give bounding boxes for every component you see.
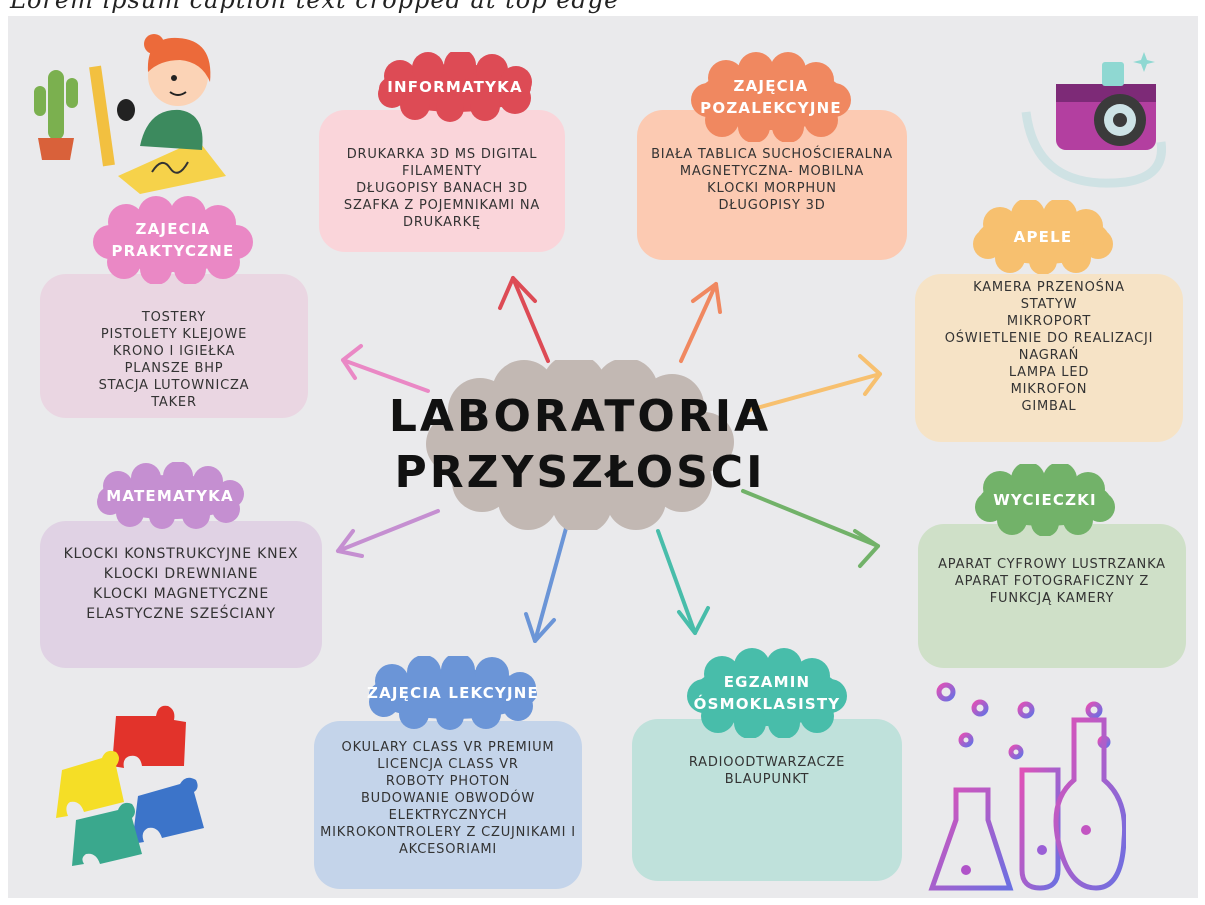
praktyczne-title: ZAJECIA — [135, 220, 211, 238]
pozalekcyjne-item: MAGNETYCZNA- MOBILNA — [679, 164, 865, 179]
informatyka-item: FILAMENTY — [402, 164, 482, 179]
chemistry-flasks-illustration — [928, 682, 1126, 891]
informatyka-item: DRUKARKĘ — [403, 215, 481, 230]
arrow-wycieczki — [741, 489, 880, 568]
arrow-egzamin — [656, 529, 710, 635]
apele-item: MIKROPORT — [1006, 314, 1092, 329]
informatyka-title: INFORMATYKA — [387, 78, 523, 96]
pozalekcyjne-title: POZALEKCYJNE — [700, 99, 842, 117]
arrow-matematyka — [336, 509, 440, 558]
central-title-line1: LABORATORIA — [388, 391, 772, 442]
praktyczne-box: TOSTERY PISTOLETY KLEJOWE KRONO I IGIEŁK… — [40, 274, 308, 418]
apele-box: KAMERA PRZENOŚNA STATYW MIKROPORT OŚWIET… — [915, 274, 1183, 442]
matematyka-title: MATEMATYKA — [106, 487, 234, 505]
lekcyjne-item: ELEKTRYCZNYCH — [388, 808, 508, 823]
puzzle-illustration — [56, 705, 204, 866]
lekcyjne-item: ROBOTY PHOTON — [385, 774, 511, 789]
wycieczki-item: APARAT CYFROWY LUSTRZANKA — [938, 557, 1166, 572]
pozalekcyjne-item: BIAŁA TABLICA SUCHOŚCIERALNA — [651, 147, 893, 162]
praktyczne-item: TAKER — [151, 395, 197, 410]
praktyczne-item: PISTOLETY KLEJOWE — [100, 327, 248, 342]
wycieczki-box: APARAT CYFROWY LUSTRZANKA APARAT FOTOGRA… — [918, 524, 1186, 668]
apele-item: GIMBAL — [1021, 399, 1077, 414]
lekcyjne-title: ZAJĘCIA LEKCYJNE — [367, 684, 539, 702]
informatyka-item: DŁUGOPISY BANACH 3D — [356, 181, 528, 196]
lekcyjne-item: MIKROKONTROLERY Z CZUJNIKAMI I — [320, 825, 576, 840]
lekcyjne-cloud: ZAJĘCIA LEKCYJNE — [358, 656, 548, 730]
informatyka-box: DRUKARKA 3D MS DIGITAL FILAMENTY DŁUGOPI… — [319, 110, 565, 252]
apele-item: NAGRAŃ — [1018, 348, 1080, 363]
cropped-caption-text: Lorem ipsum caption text cropped at top … — [10, 0, 620, 14]
apele-item: OŚWIETLENIE DO REALIZACJI — [944, 331, 1154, 346]
apele-title: APELE — [1013, 228, 1073, 246]
apele-item: STATYW — [1020, 297, 1078, 312]
praktyczne-item: STACJA LUTOWNICZA — [98, 378, 250, 393]
pozalekcyjne-item: KLOCKI MORPHUN — [707, 181, 837, 196]
girl-drawing-illustration — [34, 34, 226, 194]
egzamin-item: BLAUPUNKT — [724, 772, 810, 787]
wycieczki-item: APARAT FOTOGRAFICZNY Z — [954, 574, 1150, 589]
wycieczki-title: WYCIECZKI — [993, 491, 1097, 509]
egzamin-box: RADIOODTWARZACZE BLAUPUNKT — [632, 719, 902, 881]
central-title-cloud: LABORATORIA PRZYSZŁOSCI — [389, 354, 768, 534]
arrow-lekcyjne — [524, 519, 570, 643]
lekcyjne-item: AKCESORIAMI — [398, 842, 498, 857]
mind-map-canvas: DRUKARKA 3D MS DIGITAL FILAMENTY DŁUGOPI… — [8, 16, 1198, 898]
praktyczne-item: PLANSZE BHP — [124, 361, 224, 376]
pozalekcyjne-item: DŁUGOPISY 3D — [718, 198, 826, 213]
apele-item: LAMPA LED — [1008, 365, 1090, 380]
pozalekcyjne-cloud: ZAJĘCIA POZALEKCYJNE — [686, 52, 856, 142]
arrows-layer — [336, 276, 882, 643]
informatyka-cloud: INFORMATYKA — [370, 52, 540, 122]
informatyka-item: SZAFKA Z POJEMNIKAMI NA — [343, 198, 541, 213]
praktyczne-item: TOSTERY — [141, 310, 207, 325]
praktyczne-item: KRONO I IGIEŁKA — [112, 344, 236, 359]
egzamin-title: EGZAMIN — [723, 673, 811, 691]
matematyka-item: KLOCKI KONSTRUKCYJNE KNEX — [63, 546, 299, 562]
apele-item: MIKROFON — [1010, 382, 1088, 397]
informatyka-item: DRUKARKA 3D MS DIGITAL — [346, 147, 538, 162]
arrow-praktyczne — [341, 344, 430, 393]
lekcyjne-item: BUDOWANIE OBWODÓW — [360, 791, 536, 806]
lekcyjne-item: LICENCJA CLASS VR — [377, 757, 519, 772]
apele-item: KAMERA PRZENOŚNA — [973, 280, 1125, 295]
arrow-informatyka — [498, 276, 550, 363]
wycieczki-cloud: WYCIECZKI — [970, 464, 1120, 536]
matematyka-item: ELASTYCZNE SZEŚCIANY — [86, 606, 276, 622]
lekcyjne-item: OKULARY CLASS VR PREMIUM — [341, 740, 555, 755]
matematyka-box: KLOCKI KONSTRUKCYJNE KNEX KLOCKI DREWNIA… — [40, 521, 322, 668]
egzamin-title: ÓSMOKLASISTY — [693, 695, 841, 713]
central-title-line2: PRZYSZŁOSCI — [394, 447, 766, 498]
arrow-pozalekcyjne — [679, 282, 722, 363]
pozalekcyjne-box: BIAŁA TABLICA SUCHOŚCIERALNA MAGNETYCZNA… — [637, 110, 907, 260]
lekcyjne-box: OKULARY CLASS VR PREMIUM LICENCJA CLASS … — [314, 721, 582, 889]
camera-illustration — [1021, 52, 1166, 188]
cactus-illustration — [34, 70, 78, 160]
matematyka-item: KLOCKI MAGNETYCZNE — [92, 586, 270, 602]
wycieczki-item: FUNKCJĄ KAMERY — [989, 591, 1115, 606]
cropped-caption: Lorem ipsum caption text cropped at top … — [0, 0, 1205, 16]
egzamin-item: RADIOODTWARZACZE — [688, 755, 846, 770]
egzamin-cloud: EGZAMIN ÓSMOKLASISTY — [682, 648, 852, 738]
matematyka-item: KLOCKI DREWNIANE — [103, 566, 259, 582]
praktyczne-cloud: ZAJECIA PRAKTYCZNE — [88, 196, 258, 284]
praktyczne-title: PRAKTYCZNE — [111, 242, 235, 260]
arrow-apele — [744, 354, 882, 413]
pozalekcyjne-title: ZAJĘCIA — [733, 77, 809, 95]
matematyka-cloud: MATEMATYKA — [90, 462, 250, 530]
apele-cloud: APELE — [968, 200, 1118, 274]
